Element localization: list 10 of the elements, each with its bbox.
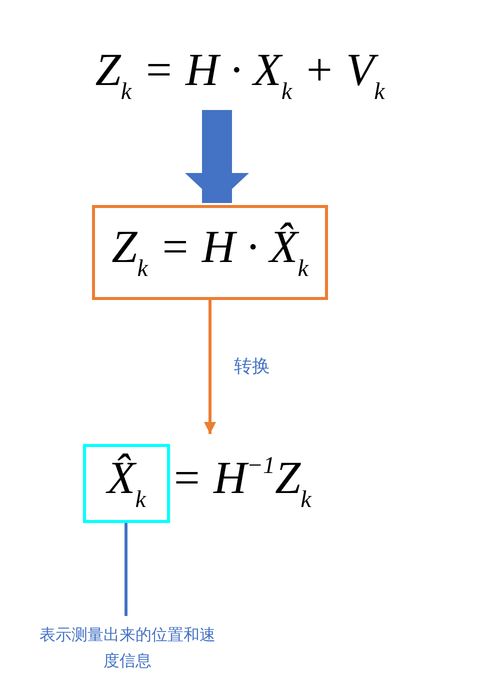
arrow — [185, 110, 249, 203]
arrow — [204, 300, 216, 434]
formula-text: = H$^{−1}$Z$_{k}$ — [171, 454, 312, 512]
formula-text: Z$_{k}$ = H · X̂$_{k}$ — [112, 224, 308, 281]
formula-box — [92, 205, 328, 300]
leader-line — [124, 523, 128, 616]
annotation-text: 表示测量出来的位置和速度信息 — [38, 624, 216, 672]
formula-text: Z$_{k}$ = H · X$_{k}$ + V$_{k}$ — [95, 46, 385, 104]
formula-text: X̂$_{k}$ — [107, 455, 146, 512]
formula-box — [83, 444, 170, 523]
